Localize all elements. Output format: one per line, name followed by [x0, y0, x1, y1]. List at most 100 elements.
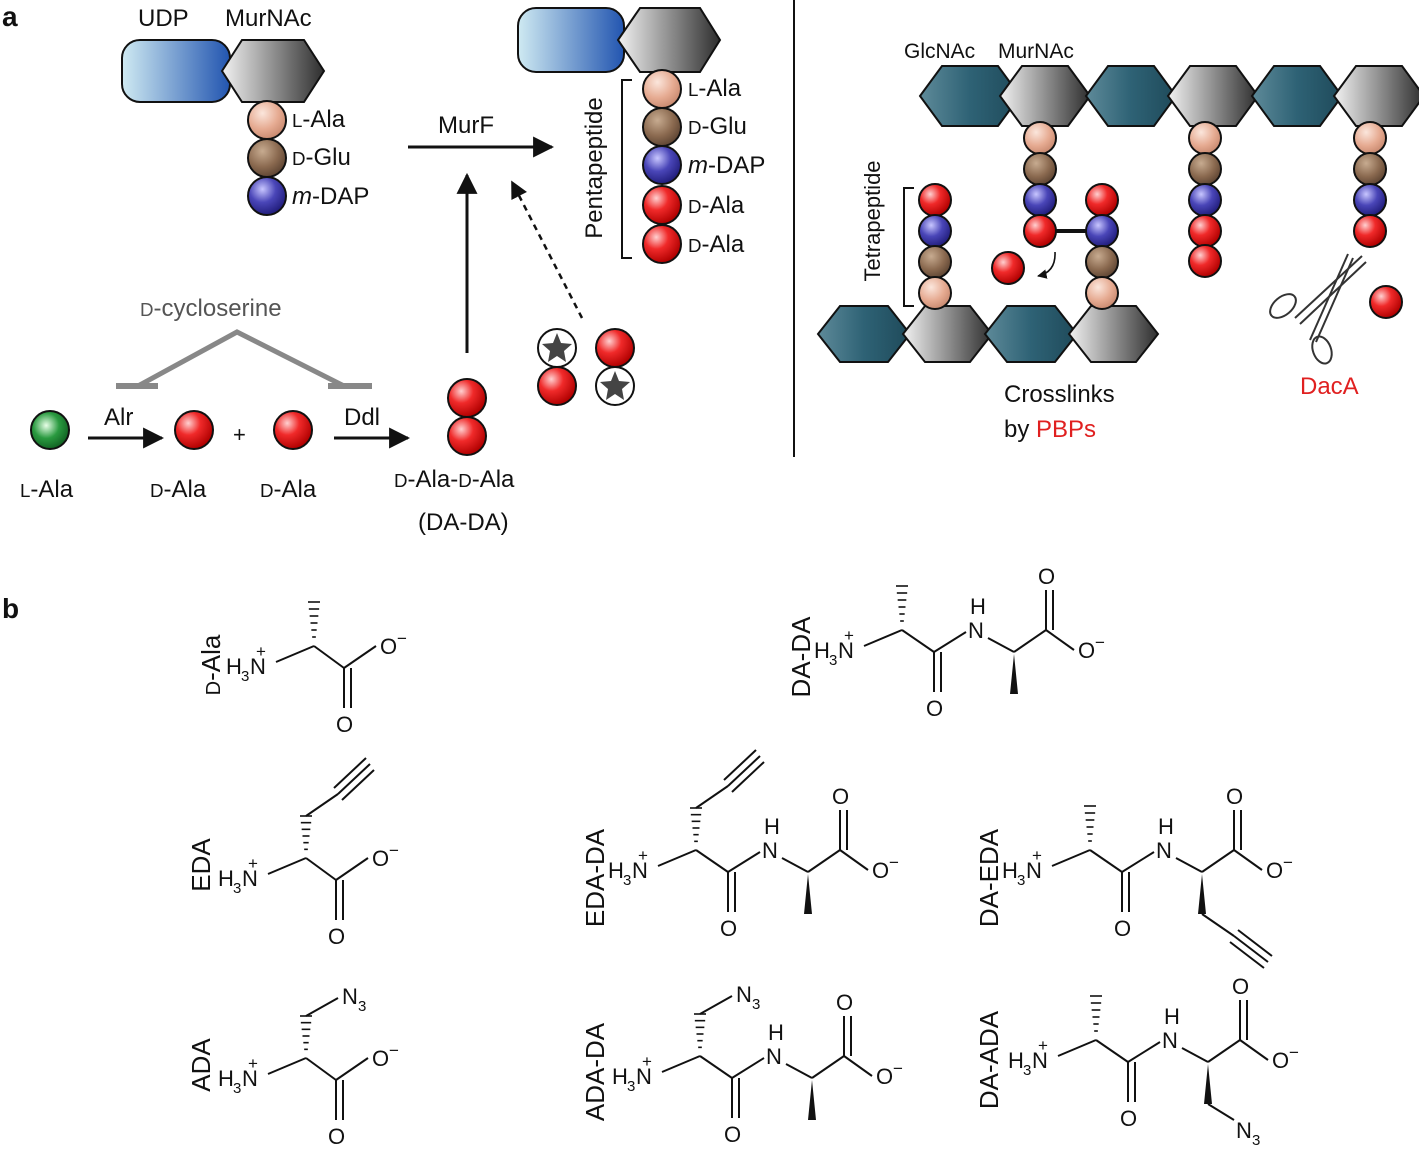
daeda-bond-n-ca1	[1051, 849, 1091, 867]
xlink-d-ala	[1085, 183, 1119, 217]
daeda-bond-ca2-c2	[1201, 849, 1235, 873]
daeda-r1-methyl-hashed	[1084, 805, 1096, 842]
ada-side-hashed	[300, 1015, 312, 1051]
atom-o: O	[1078, 638, 1095, 663]
inhibition-lines	[136, 329, 346, 389]
atom-charge-plus: +	[256, 642, 266, 661]
daeda-atom-o-acid: O	[1226, 784, 1243, 809]
l-ala-bead	[247, 100, 287, 140]
name-adada: ADA-DA	[580, 1022, 610, 1121]
atom-o: O	[872, 858, 889, 883]
atom-n: N	[838, 638, 854, 663]
daada-atom-o-acid: O	[1232, 974, 1249, 999]
tetra-l-ala	[918, 276, 952, 310]
daada-bond-c1-n	[1127, 1041, 1161, 1063]
daada-bond-ca2-c2	[1207, 1039, 1241, 1063]
daeda-r2-alkyne-1	[1233, 935, 1269, 963]
atom-h: H	[1002, 858, 1018, 883]
tetrapeptide-label: Tetrapeptide	[860, 160, 885, 281]
atom-charge-minus: −	[1283, 853, 1293, 872]
dada-bond-ca1-c1	[901, 629, 935, 653]
atom-charge-plus: +	[1038, 1036, 1048, 1055]
m-dap-bead	[247, 176, 287, 216]
released-d-ala-daca	[1369, 285, 1403, 319]
daada-bond-n-ca1	[1057, 1039, 1097, 1057]
name-edada: EDA-DA	[580, 828, 610, 927]
atom-o: O	[372, 846, 389, 871]
product-d-ala-label-2: D-Ala	[688, 231, 745, 258]
ada-bond-ca-c	[305, 1057, 337, 1081]
edada-bond-c1-n	[727, 851, 761, 873]
d-ala-bond-n-ca	[275, 645, 315, 663]
product-d-glu-bead	[642, 107, 682, 147]
atom-h: H	[612, 1064, 628, 1089]
d-ala-bond-ca-c	[313, 645, 345, 669]
daeda-atom-o-amide: O	[1114, 916, 1131, 941]
adada-atom-h-amide: H	[768, 1020, 784, 1045]
d-ala-name-a: D-Ala	[150, 476, 207, 503]
atom-subscript-3: 3	[829, 652, 837, 669]
atom-h: H	[1008, 1048, 1024, 1073]
d-ala-bead-b	[273, 410, 313, 450]
adada-bond-n-ca2	[785, 1063, 813, 1079]
eda-bond-c-o-minus	[335, 857, 369, 881]
name-dada: DA-DA	[786, 616, 816, 698]
eda-alkyne-3	[341, 769, 375, 801]
atom-charge-minus: −	[389, 1041, 399, 1060]
adada-r1-ch2	[699, 995, 733, 1015]
murnac-hexagon	[220, 39, 326, 103]
daeda-r2-alkyne-3	[1237, 929, 1273, 957]
edada-r1-ch2	[695, 785, 729, 809]
stem3-d-ala	[1353, 214, 1387, 248]
daeda-r2-alkyne-2	[1229, 941, 1265, 969]
probe-dashed-arrow	[510, 180, 584, 319]
stem3-d-glu	[1353, 152, 1387, 186]
daada-atom-h-amide: H	[1164, 1004, 1180, 1029]
product-m-dap-bead	[642, 145, 682, 185]
star-bead-2	[595, 366, 635, 406]
ddl-label: Ddl	[344, 404, 380, 431]
pentapeptide-label: Pentapeptide	[581, 97, 608, 238]
eda-bond-ca-c	[305, 857, 337, 881]
d-glu-bead	[247, 138, 287, 178]
eda-alkyne-2	[333, 757, 367, 789]
tetra-d-ala	[918, 183, 952, 217]
atom-n: N	[636, 1064, 652, 1089]
adada-r2-methyl-wedge	[808, 1080, 816, 1120]
edada-r1-side-hashed	[690, 807, 702, 843]
edada-atom-n-amide: N	[762, 838, 778, 863]
daada-r2-azide-3: 3	[1252, 1132, 1260, 1149]
xlink-l-ala	[1085, 276, 1119, 310]
atom-charge-plus: +	[844, 626, 854, 645]
dada-atom-o-amide: O	[926, 696, 943, 721]
tetra-d-glu	[918, 245, 952, 279]
atom-charge-plus: +	[642, 1052, 652, 1071]
d-ala-methyl-hashed	[308, 601, 320, 638]
murnac-hexagon-product	[616, 7, 722, 73]
stem3-l-ala	[1353, 121, 1387, 155]
atom-n: N	[1032, 1048, 1048, 1073]
ada-atom-o-carbonyl: O	[328, 1124, 345, 1149]
product-l-ala-label: L-Ala	[688, 75, 742, 102]
atom-subscript-3: 3	[241, 668, 249, 685]
atom-h: H	[218, 866, 234, 891]
scissors-icon	[1269, 253, 1367, 365]
daada-r2-ch2	[1207, 1103, 1235, 1121]
atom-subscript-3: 3	[233, 1080, 241, 1097]
atom-charge-minus: −	[397, 629, 407, 648]
ada-bond-ch2	[305, 997, 339, 1017]
atom-h: H	[226, 654, 242, 679]
alr-label: Alr	[104, 404, 133, 431]
edada-r1-alkyne-1	[727, 755, 761, 787]
adada-r1-side-hashed	[694, 1013, 706, 1049]
d-ala-bead-a	[174, 410, 214, 450]
xlink-d-glu	[1085, 245, 1119, 279]
atom-subscript-3: 3	[233, 880, 241, 897]
release-curved-arrow	[1037, 251, 1056, 279]
adada-bond-ca2-c2	[811, 1055, 845, 1079]
probe-red-bead-1	[537, 366, 577, 406]
pentapeptide-bracket	[621, 79, 632, 259]
panel-label-a: a	[2, 1, 18, 32]
murnac-label-right: MurNAc	[998, 40, 1074, 63]
